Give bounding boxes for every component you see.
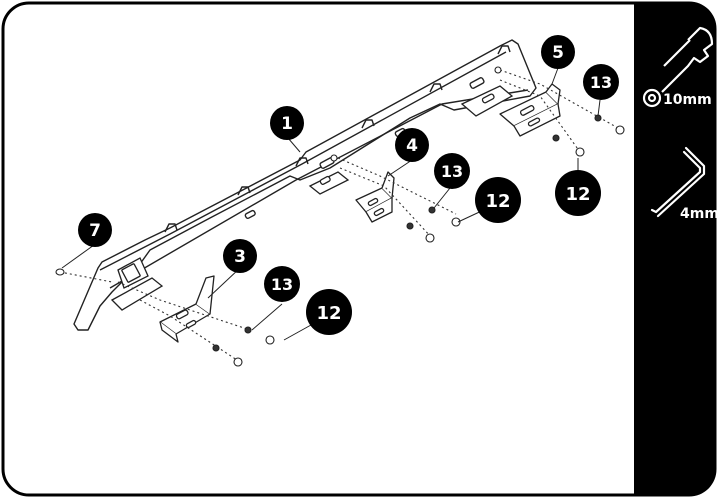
wrench-icon [642,26,714,108]
callout-13-right: 13 [583,64,619,100]
rail-bracket-right [460,85,514,117]
rail-bracket-left [110,257,164,311]
fasteners [55,66,625,367]
callout-7-label: 7 [89,221,101,241]
callout-12-middle: 12 [475,177,521,223]
leader-lines [61,67,601,341]
callout-3-label: 3 [234,247,246,267]
callout-12-left: 12 [306,289,352,335]
callout-5: 5 [541,35,575,69]
callout-7: 7 [78,213,112,247]
bracket-3 [159,275,215,343]
callout-4: 4 [395,128,429,162]
tool-panel [634,3,715,495]
hex-key-icon [650,146,706,218]
callout-13-middle: 13 [434,153,470,189]
callout-12-middle-label: 12 [485,191,510,212]
callout-12-right: 12 [555,170,601,216]
callout-3: 3 [223,239,257,273]
callout-12-right-label: 12 [565,184,590,205]
callout-1-label: 1 [281,114,293,134]
hex-key-size-label: 4mm [680,206,718,222]
callout-4-label: 4 [406,136,418,156]
callout-13-left: 13 [264,266,300,302]
bracket-4 [355,171,395,223]
callout-12-left-label: 12 [316,303,341,324]
callout-13-middle-label: 13 [441,162,463,181]
callout-13-left-label: 13 [271,275,293,294]
assembly-lines [59,69,619,363]
callout-1: 1 [270,106,304,140]
callout-13-right-label: 13 [590,73,612,92]
bracket-5 [499,83,561,137]
wrench-size-label: 10mm [663,92,712,108]
rail-bracket-middle [308,171,350,195]
callout-5-label: 5 [552,43,564,63]
